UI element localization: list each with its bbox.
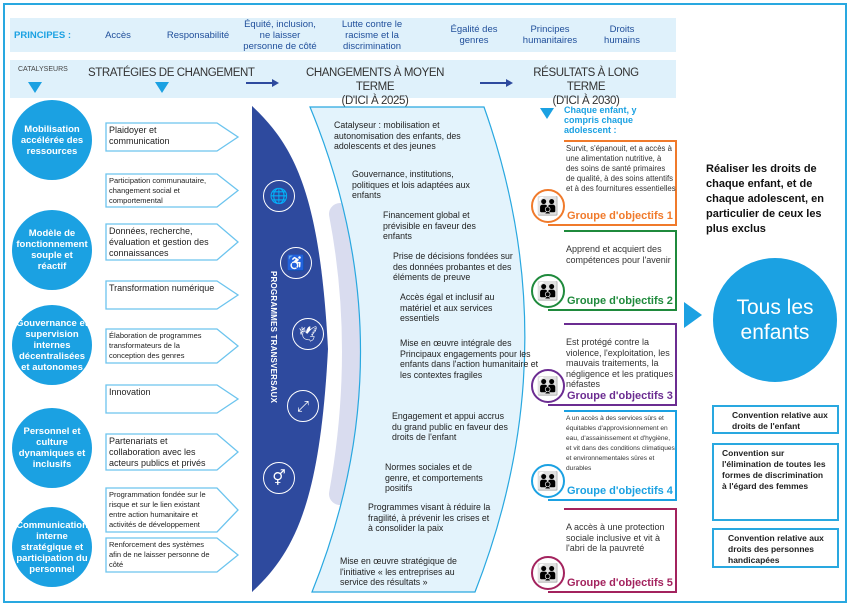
strategy-label: Partenariats et collaboration avec les a… xyxy=(109,436,206,468)
group-underline xyxy=(548,309,677,311)
convention-box: Convention sur l'élimination de toutes l… xyxy=(712,443,839,521)
children-icon: 👪 xyxy=(531,464,565,498)
group-description: Apprend et acquiert des compétences pour… xyxy=(566,244,671,265)
strategy-arrow: Plaidoyer et communication xyxy=(105,122,240,152)
down-arrow-icon xyxy=(155,82,169,93)
medium-term-date: (D'ICI À 2025) xyxy=(341,95,409,107)
right-triangle-icon xyxy=(684,302,702,328)
enabler-circle: Mobilisation accélérée des ressources xyxy=(12,100,92,180)
gender-symbols-icon: ⚥ xyxy=(263,462,295,494)
children-icon: 👪 xyxy=(531,369,565,403)
medium-term-change: Normes sociales et de genre, et comporte… xyxy=(385,462,483,493)
group-description: A un accès à des services sûrs et équita… xyxy=(566,415,675,472)
header-bar xyxy=(10,60,676,98)
group-title: Groupe d'objectifs 4 xyxy=(567,485,673,497)
medium-term-change: Engagement et appui accrus du grand publ… xyxy=(392,411,508,442)
strategy-arrow: Innovation xyxy=(105,384,240,414)
strategy-label: Plaidoyer et communication xyxy=(109,125,170,146)
enabler-circle: Personnel et culture dynamiques et inclu… xyxy=(12,408,92,488)
principle-item: Lutte contre le racisme et la discrimina… xyxy=(341,19,403,52)
strategy-label: Participation communautaire, changement … xyxy=(109,176,207,205)
group-title: Groupe d'objectifs 1 xyxy=(567,210,673,222)
convention-box: Convention relative aux droits des perso… xyxy=(712,528,839,568)
medium-term-change: Prise de décisions fondées sur des donné… xyxy=(393,251,513,282)
group-underline xyxy=(548,499,677,501)
enabler-circle: Gouvernance et supervision internes déce… xyxy=(12,305,92,385)
outcome-group-3 xyxy=(564,323,677,405)
children-icon: 👪 xyxy=(531,556,565,590)
strategy-label: Transformation numérique xyxy=(109,283,215,293)
group-underline xyxy=(548,404,677,406)
medium-term-change: Gouvernance, institutions, politiques et… xyxy=(352,169,470,200)
strategy-arrow: Participation communautaire, changement … xyxy=(105,173,240,208)
outcome-group-4 xyxy=(564,410,677,500)
right-arrow-icon xyxy=(246,79,279,87)
strategy-arrow: Données, recherche, évaluation et gestio… xyxy=(105,223,240,261)
medium-term-heading: CHANGEMENTS À MOYEN TERME (D'ICI À 2025) xyxy=(290,66,460,108)
convention-box: Convention relative aux droits de l'enfa… xyxy=(712,405,839,434)
principle-item: Principes humanitaires xyxy=(522,24,578,46)
changes-panel xyxy=(309,106,526,593)
group-underline xyxy=(548,224,677,226)
group-title: Groupe d'objectifs 2 xyxy=(567,295,673,307)
enabler-circle: Modèle de fonctionnement souple et réact… xyxy=(12,210,92,290)
goal-statement: Réaliser les droits de chaque enfant, et… xyxy=(706,163,824,235)
principle-item: Responsabilité xyxy=(166,30,230,41)
all-children-circle: Tous les enfants xyxy=(713,258,837,382)
long-term-heading: RÉSULTATS À LONG TERME (D'ICI À 2030) xyxy=(516,66,656,108)
group-title: Groupe d'objectifs 3 xyxy=(567,390,673,402)
dove-icon: 🕊 xyxy=(292,318,324,350)
pathway-icon: ⤢ xyxy=(287,390,319,422)
strategy-arrow: Élaboration de programmes transformateur… xyxy=(105,328,240,364)
medium-term-change: Financement global et prévisible en fave… xyxy=(383,210,476,241)
group-description: Est protégé contre la violence, l'exploi… xyxy=(566,337,674,389)
group-title: Groupe d'objectifs 5 xyxy=(567,577,673,589)
diagram-frame xyxy=(3,3,847,603)
strategy-label: Élaboration de programmes transformateur… xyxy=(109,331,202,360)
medium-term-title: CHANGEMENTS À MOYEN TERME xyxy=(305,67,445,93)
children-icon: 👪 xyxy=(531,189,565,223)
outcome-group-1 xyxy=(564,140,677,225)
principle-item: Égalité des genres xyxy=(450,24,498,46)
medium-term-change: Mise en œuvre intégrale des Principaux e… xyxy=(400,338,539,380)
medium-term-change: Accès égal et inclusif au matériel et au… xyxy=(400,292,495,323)
medium-term-change: Mise en œuvre stratégique de l'initiativ… xyxy=(340,556,457,587)
strategy-arrow: Programmation fondée sur le risque et su… xyxy=(105,487,240,533)
principle-item: Accès xyxy=(105,30,131,41)
principles-bar xyxy=(10,18,676,52)
long-term-title: RÉSULTATS À LONG TERME xyxy=(533,67,639,93)
strategy-label: Innovation xyxy=(109,387,151,397)
enabler-circle: Communication interne stratégique et par… xyxy=(12,507,92,587)
strategy-arrow: Transformation numérique xyxy=(105,280,240,310)
down-arrow-icon xyxy=(28,82,42,93)
outcome-group-2 xyxy=(564,230,677,310)
principle-item: Droits humains xyxy=(604,24,640,46)
strategy-label: Données, recherche, évaluation et gestio… xyxy=(109,226,209,258)
group-description: Survit, s'épanouit, et a accès à une ali… xyxy=(566,144,676,193)
strategies-heading: STRATÉGIES DE CHANGEMENT xyxy=(88,67,255,79)
strategy-arrow: Partenariats et collaboration avec les a… xyxy=(105,433,240,471)
principle-item: Équité, inclusion, ne laisser personne d… xyxy=(243,19,317,52)
medium-term-change: Catalyseur : mobilisation et autonomisat… xyxy=(334,120,461,151)
catalysts-label: CATALYSEURS xyxy=(18,66,68,73)
strategy-label: Programmation fondée sur le risque et su… xyxy=(109,490,206,529)
down-arrow-icon xyxy=(540,108,554,119)
medium-term-change: Programmes visant à réduire la fragilité… xyxy=(368,502,491,533)
wheelchair-child-icon: ♿ xyxy=(280,247,312,279)
outcome-group-5 xyxy=(564,508,677,592)
group-underline xyxy=(548,591,677,593)
results-intro: Chaque enfant, y compris chaque adolesce… xyxy=(564,105,637,135)
crosscutting-label: PROGRAMMES TRANSVERSAUX xyxy=(269,270,278,404)
children-icon: 👪 xyxy=(531,274,565,308)
right-arrow-icon xyxy=(480,79,513,87)
principles-label: PRINCIPES : xyxy=(14,30,72,41)
globe-leaf-icon: 🌐 xyxy=(263,180,295,212)
strategy-label: Renforcement des systèmes afin de ne lai… xyxy=(109,540,210,569)
strategy-arrow: Renforcement des systèmes afin de ne lai… xyxy=(105,537,240,573)
long-term-date: (D'ICI À 2030) xyxy=(552,95,620,107)
group-description: A accès à une protection sociale inclusi… xyxy=(566,522,665,553)
